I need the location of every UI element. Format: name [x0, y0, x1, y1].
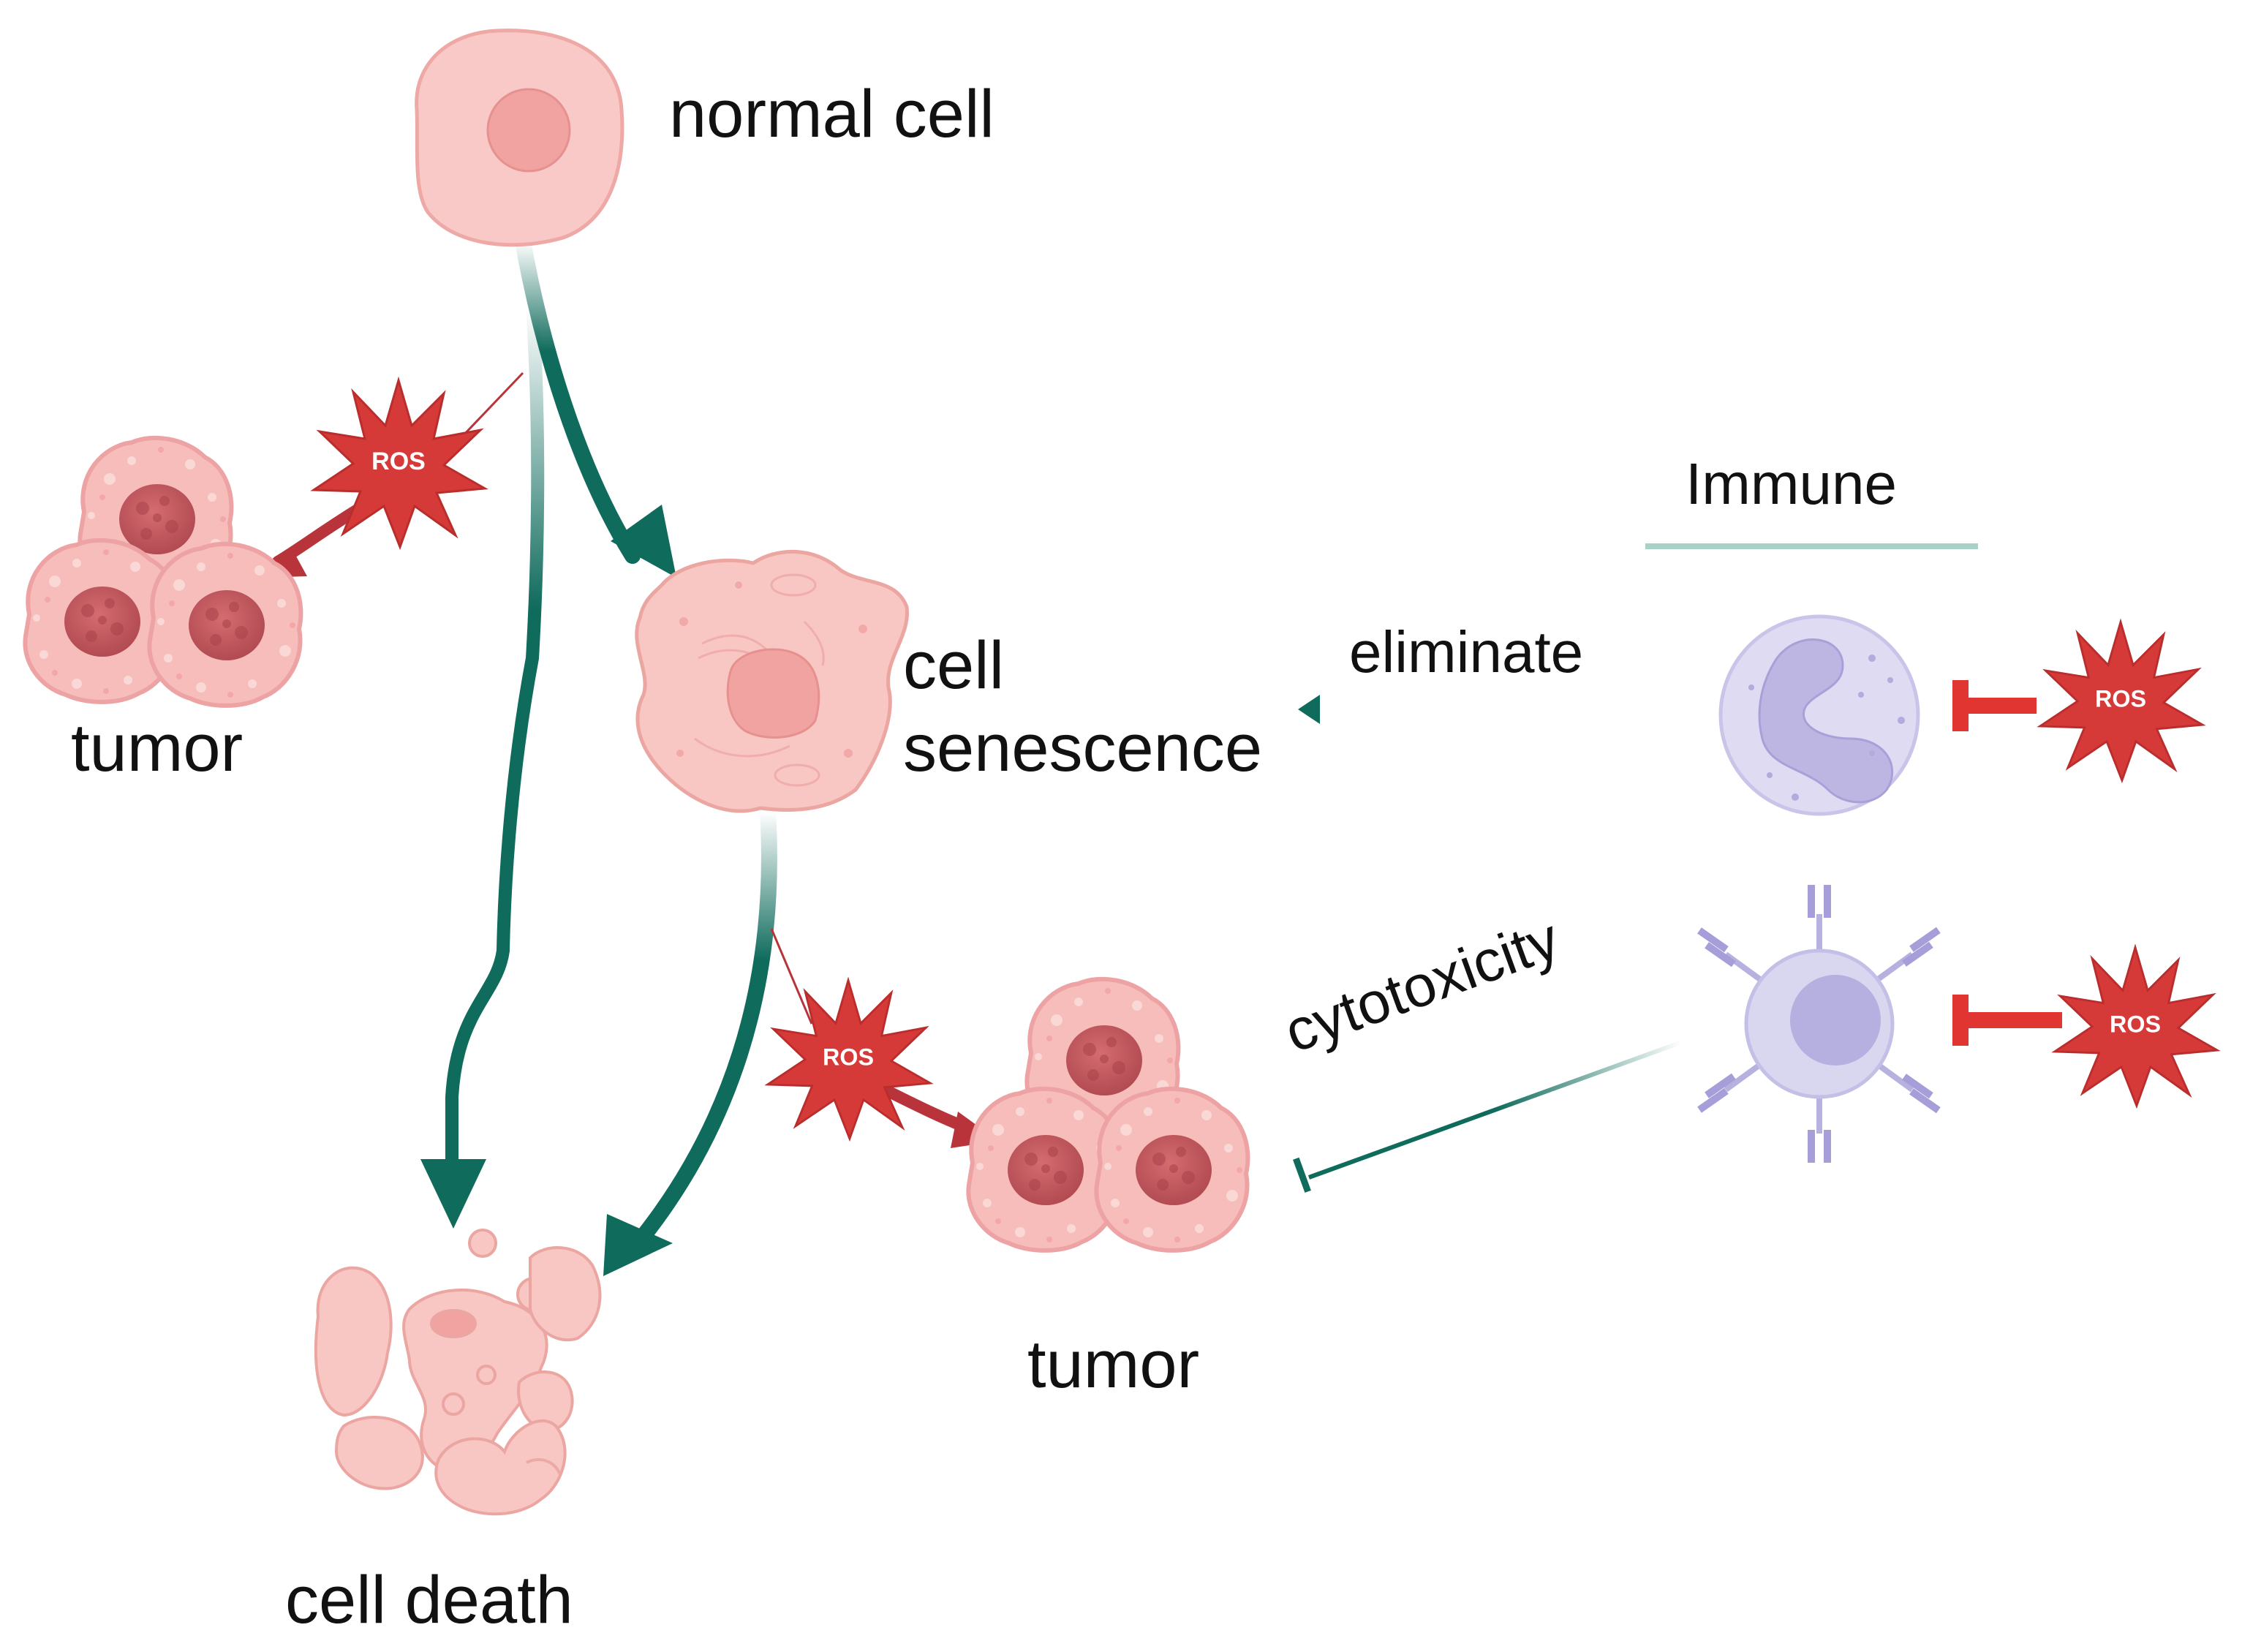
- svg-text:ROS: ROS: [2110, 1011, 2161, 1037]
- arrow-senescence-to-death-head: [603, 1214, 673, 1276]
- label-normal-cell: normal cell: [669, 77, 994, 151]
- svg-text:ROS: ROS: [823, 1044, 874, 1070]
- ros-link-bottom: [770, 928, 813, 1025]
- normal-cell-graphic: [415, 29, 624, 247]
- svg-text:ROS: ROS: [371, 448, 426, 475]
- cytotoxicity-line-bar: [1293, 1157, 1311, 1193]
- immune-cell-bottom-graphic: [1697, 885, 1941, 1163]
- tumor-cluster-left-graphic: [25, 438, 301, 706]
- label-tumor-bottom: tumor: [1027, 1327, 1200, 1402]
- arrow-normal-to-death: [445, 301, 545, 1177]
- label-immune: Immune: [1686, 451, 1897, 516]
- label-cell-senescence-line1: cell: [903, 628, 1005, 703]
- svg-text:ROS: ROS: [2095, 685, 2146, 712]
- arrow-normal-to-senescence-head: [611, 505, 676, 578]
- cell-death-graphic: [314, 1229, 602, 1516]
- ros-star-immune-bottom: ROS: [2053, 946, 2219, 1107]
- label-cell-death: cell death: [285, 1563, 573, 1637]
- inhibit-ros-immune-top: [1952, 680, 2037, 731]
- inhibit-ros-immune-bottom: [1952, 995, 2062, 1046]
- label-cell-senescence-line2: senescence: [903, 711, 1262, 785]
- label-eliminate: eliminate: [1349, 619, 1584, 684]
- senescent-cell-graphic: [635, 549, 909, 813]
- cytotoxicity-line: [1307, 1040, 1683, 1180]
- label-tumor-left: tumor: [71, 711, 244, 785]
- arrow-normal-to-death-head: [420, 1159, 486, 1229]
- ros-star-tumor-bottom: ROS: [766, 979, 932, 1140]
- immune-divider: [1645, 543, 1978, 549]
- arrow-senescence-to-death: [635, 804, 777, 1244]
- arrow-normal-to-senescence: [515, 233, 641, 564]
- eliminate-line-head: [1298, 695, 1320, 724]
- tumor-cluster-bottom-graphic: [968, 979, 1248, 1251]
- ros-star-immune-top: ROS: [2039, 621, 2204, 782]
- ros-star-tumor-left: ROS: [312, 379, 486, 548]
- immune-cell-top-graphic: [1718, 614, 1920, 816]
